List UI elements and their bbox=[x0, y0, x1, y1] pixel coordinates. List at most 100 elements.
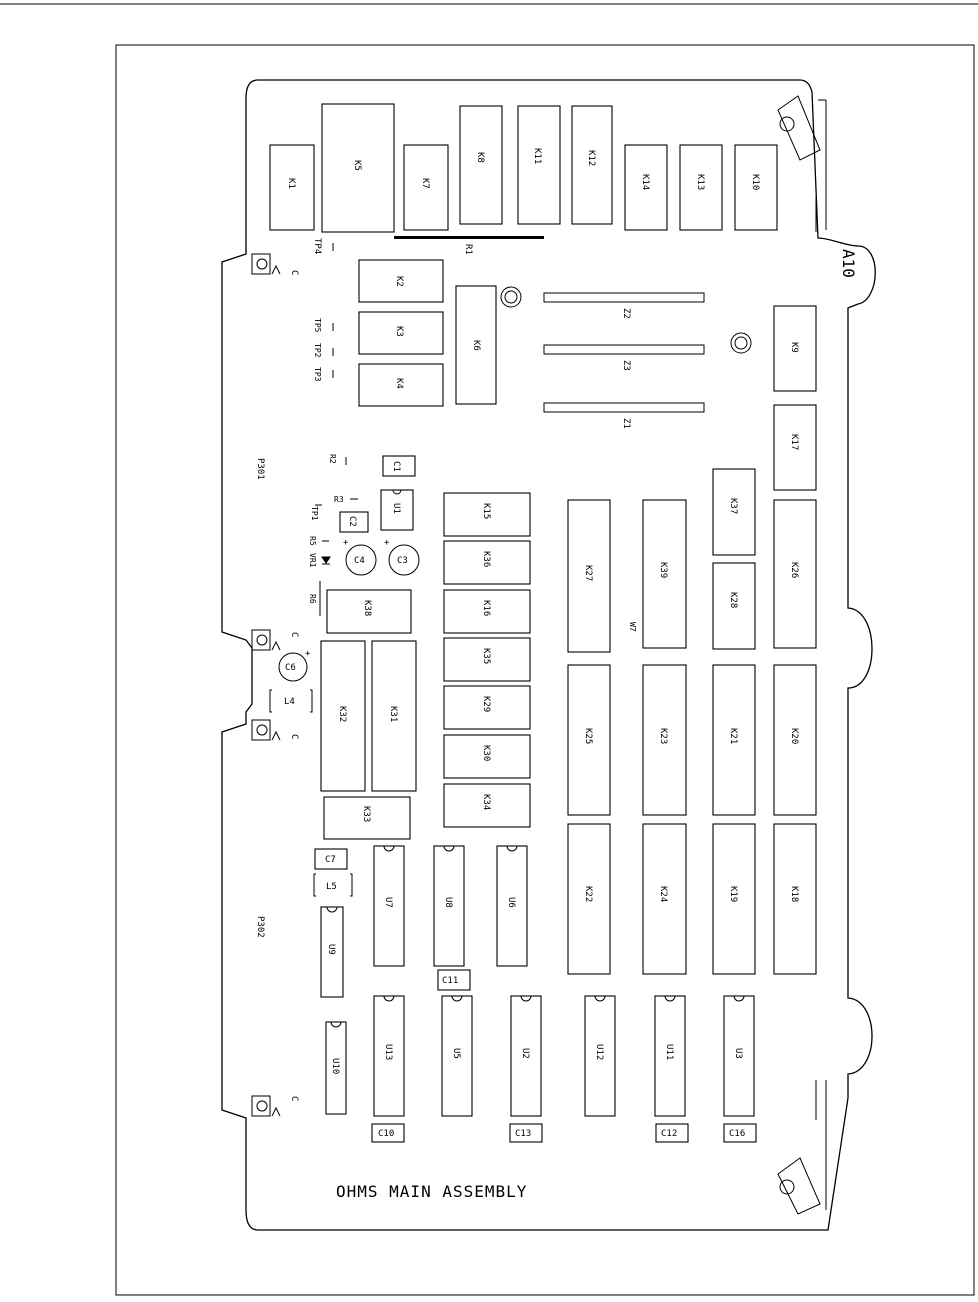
svg-text:K17: K17 bbox=[789, 434, 799, 450]
relay-k4: K4 bbox=[358, 363, 444, 407]
svg-text:U13: U13 bbox=[383, 1044, 393, 1060]
board-outline bbox=[221, 79, 876, 1231]
svg-text:K11: K11 bbox=[532, 148, 542, 164]
relay-k13: K13 bbox=[679, 144, 723, 231]
svg-text:U8: U8 bbox=[443, 897, 453, 908]
r6-label: R6 bbox=[308, 594, 317, 604]
relay-k24: K24 bbox=[642, 823, 687, 975]
network-z1: Z1 bbox=[543, 402, 705, 429]
svg-text:K28: K28 bbox=[728, 592, 738, 608]
svg-text:C10: C10 bbox=[378, 1129, 394, 1139]
svg-text:U1: U1 bbox=[391, 503, 401, 514]
relay-k3: K3 bbox=[358, 311, 444, 355]
svg-text:K7: K7 bbox=[420, 178, 430, 189]
svg-text:K27: K27 bbox=[583, 565, 593, 581]
left-mount-1: C bbox=[251, 253, 299, 275]
tp3-label: TP3 bbox=[313, 367, 322, 382]
svg-text:Z1: Z1 bbox=[621, 418, 631, 429]
network-z3: Z3 bbox=[543, 344, 705, 371]
svg-text:K32: K32 bbox=[337, 706, 347, 722]
svg-text:K15: K15 bbox=[481, 503, 491, 519]
relay-k17: K17 bbox=[773, 404, 817, 491]
svg-text:K33: K33 bbox=[361, 806, 371, 822]
svg-text:C12: C12 bbox=[661, 1129, 677, 1139]
svg-text:U5: U5 bbox=[451, 1048, 461, 1059]
relay-k29: K29 bbox=[443, 685, 531, 730]
relay-k32: K32 bbox=[320, 640, 366, 792]
svg-text:L5: L5 bbox=[326, 882, 337, 892]
svg-text:K6: K6 bbox=[471, 340, 481, 351]
ic-u9: U9 bbox=[320, 906, 344, 998]
svg-text:U3: U3 bbox=[733, 1048, 743, 1059]
svg-text:K4: K4 bbox=[394, 378, 404, 389]
svg-text:C6: C6 bbox=[285, 663, 296, 673]
svg-text:K10: K10 bbox=[750, 174, 760, 190]
ic-u7: U7 bbox=[373, 845, 405, 967]
relay-k23: K23 bbox=[642, 664, 687, 816]
relay-k9: K9 bbox=[773, 305, 817, 392]
svg-text:K34: K34 bbox=[481, 794, 491, 810]
svg-text:R1: R1 bbox=[463, 244, 473, 255]
relay-k35: K35 bbox=[443, 637, 531, 682]
relay-k12: K12 bbox=[571, 105, 613, 225]
capacitor-c10: C10 bbox=[371, 1123, 405, 1143]
r5-label: R5 bbox=[308, 536, 317, 546]
svg-text:C11: C11 bbox=[442, 976, 458, 986]
svg-text:C2: C2 bbox=[347, 516, 357, 527]
mount-hole-bottom-right bbox=[777, 1080, 827, 1215]
svg-text:K35: K35 bbox=[481, 648, 491, 664]
relay-k34: K34 bbox=[443, 783, 531, 828]
ic-u3: U3 bbox=[723, 995, 755, 1117]
relay-k16: K16 bbox=[443, 589, 531, 634]
svg-text:U11: U11 bbox=[664, 1044, 674, 1060]
svg-text:K16: K16 bbox=[481, 600, 491, 616]
resistor-r1: R1 bbox=[394, 236, 544, 255]
mount-c-label-4: C bbox=[289, 1096, 299, 1101]
svg-text:K24: K24 bbox=[658, 886, 668, 902]
svg-text:C7: C7 bbox=[325, 855, 336, 865]
svg-text:K21: K21 bbox=[728, 728, 738, 744]
relay-k8: K8 bbox=[459, 105, 503, 225]
tp2-label: TP2 bbox=[313, 343, 322, 358]
svg-text:K20: K20 bbox=[789, 728, 799, 744]
svg-text:U2: U2 bbox=[520, 1048, 530, 1059]
svg-text:K12: K12 bbox=[586, 150, 596, 166]
relay-k33: K33 bbox=[323, 796, 411, 840]
svg-text:K5: K5 bbox=[352, 160, 362, 171]
relay-k22: K22 bbox=[567, 823, 611, 975]
relay-k27: K27 bbox=[567, 499, 611, 653]
mount-hole-top-right bbox=[777, 95, 827, 232]
connector-p302-label: P302 bbox=[255, 916, 265, 938]
svg-text:K30: K30 bbox=[481, 745, 491, 761]
network-z2: Z2 bbox=[543, 292, 705, 319]
standoff-2 bbox=[730, 332, 752, 354]
relay-k6: K6 bbox=[455, 285, 497, 405]
svg-text:K22: K22 bbox=[583, 886, 593, 902]
svg-text:L4: L4 bbox=[284, 697, 295, 707]
relay-k21: K21 bbox=[712, 664, 756, 816]
svg-text:K37: K37 bbox=[728, 498, 738, 514]
relay-k30: K30 bbox=[443, 734, 531, 779]
svg-text:K26: K26 bbox=[789, 562, 799, 578]
svg-text:K3: K3 bbox=[394, 326, 404, 337]
capacitor-c4: C4 + bbox=[343, 538, 377, 576]
svg-text:K13: K13 bbox=[695, 174, 705, 190]
mount-c-label-3: C bbox=[289, 734, 299, 739]
svg-text:K2: K2 bbox=[394, 276, 404, 287]
board-id-label: A10 bbox=[839, 249, 858, 278]
svg-text:K31: K31 bbox=[388, 706, 398, 722]
svg-text:K19: K19 bbox=[728, 886, 738, 902]
ic-u10: U10 bbox=[325, 1021, 347, 1115]
ic-u12: U12 bbox=[584, 995, 616, 1117]
ic-u6: U6 bbox=[496, 845, 528, 967]
svg-text:C16: C16 bbox=[729, 1129, 745, 1139]
capacitor-c6: C6 + bbox=[278, 649, 311, 682]
relay-k10: K10 bbox=[734, 144, 778, 231]
tp4-label: TP4 bbox=[312, 238, 322, 254]
ic-u8: U8 bbox=[433, 845, 465, 967]
capacitor-c2: C2 bbox=[339, 511, 369, 533]
svg-text:K23: K23 bbox=[658, 728, 668, 744]
assembly-title: OHMS MAIN ASSEMBLY bbox=[336, 1182, 527, 1201]
svg-text:U6: U6 bbox=[506, 897, 516, 908]
